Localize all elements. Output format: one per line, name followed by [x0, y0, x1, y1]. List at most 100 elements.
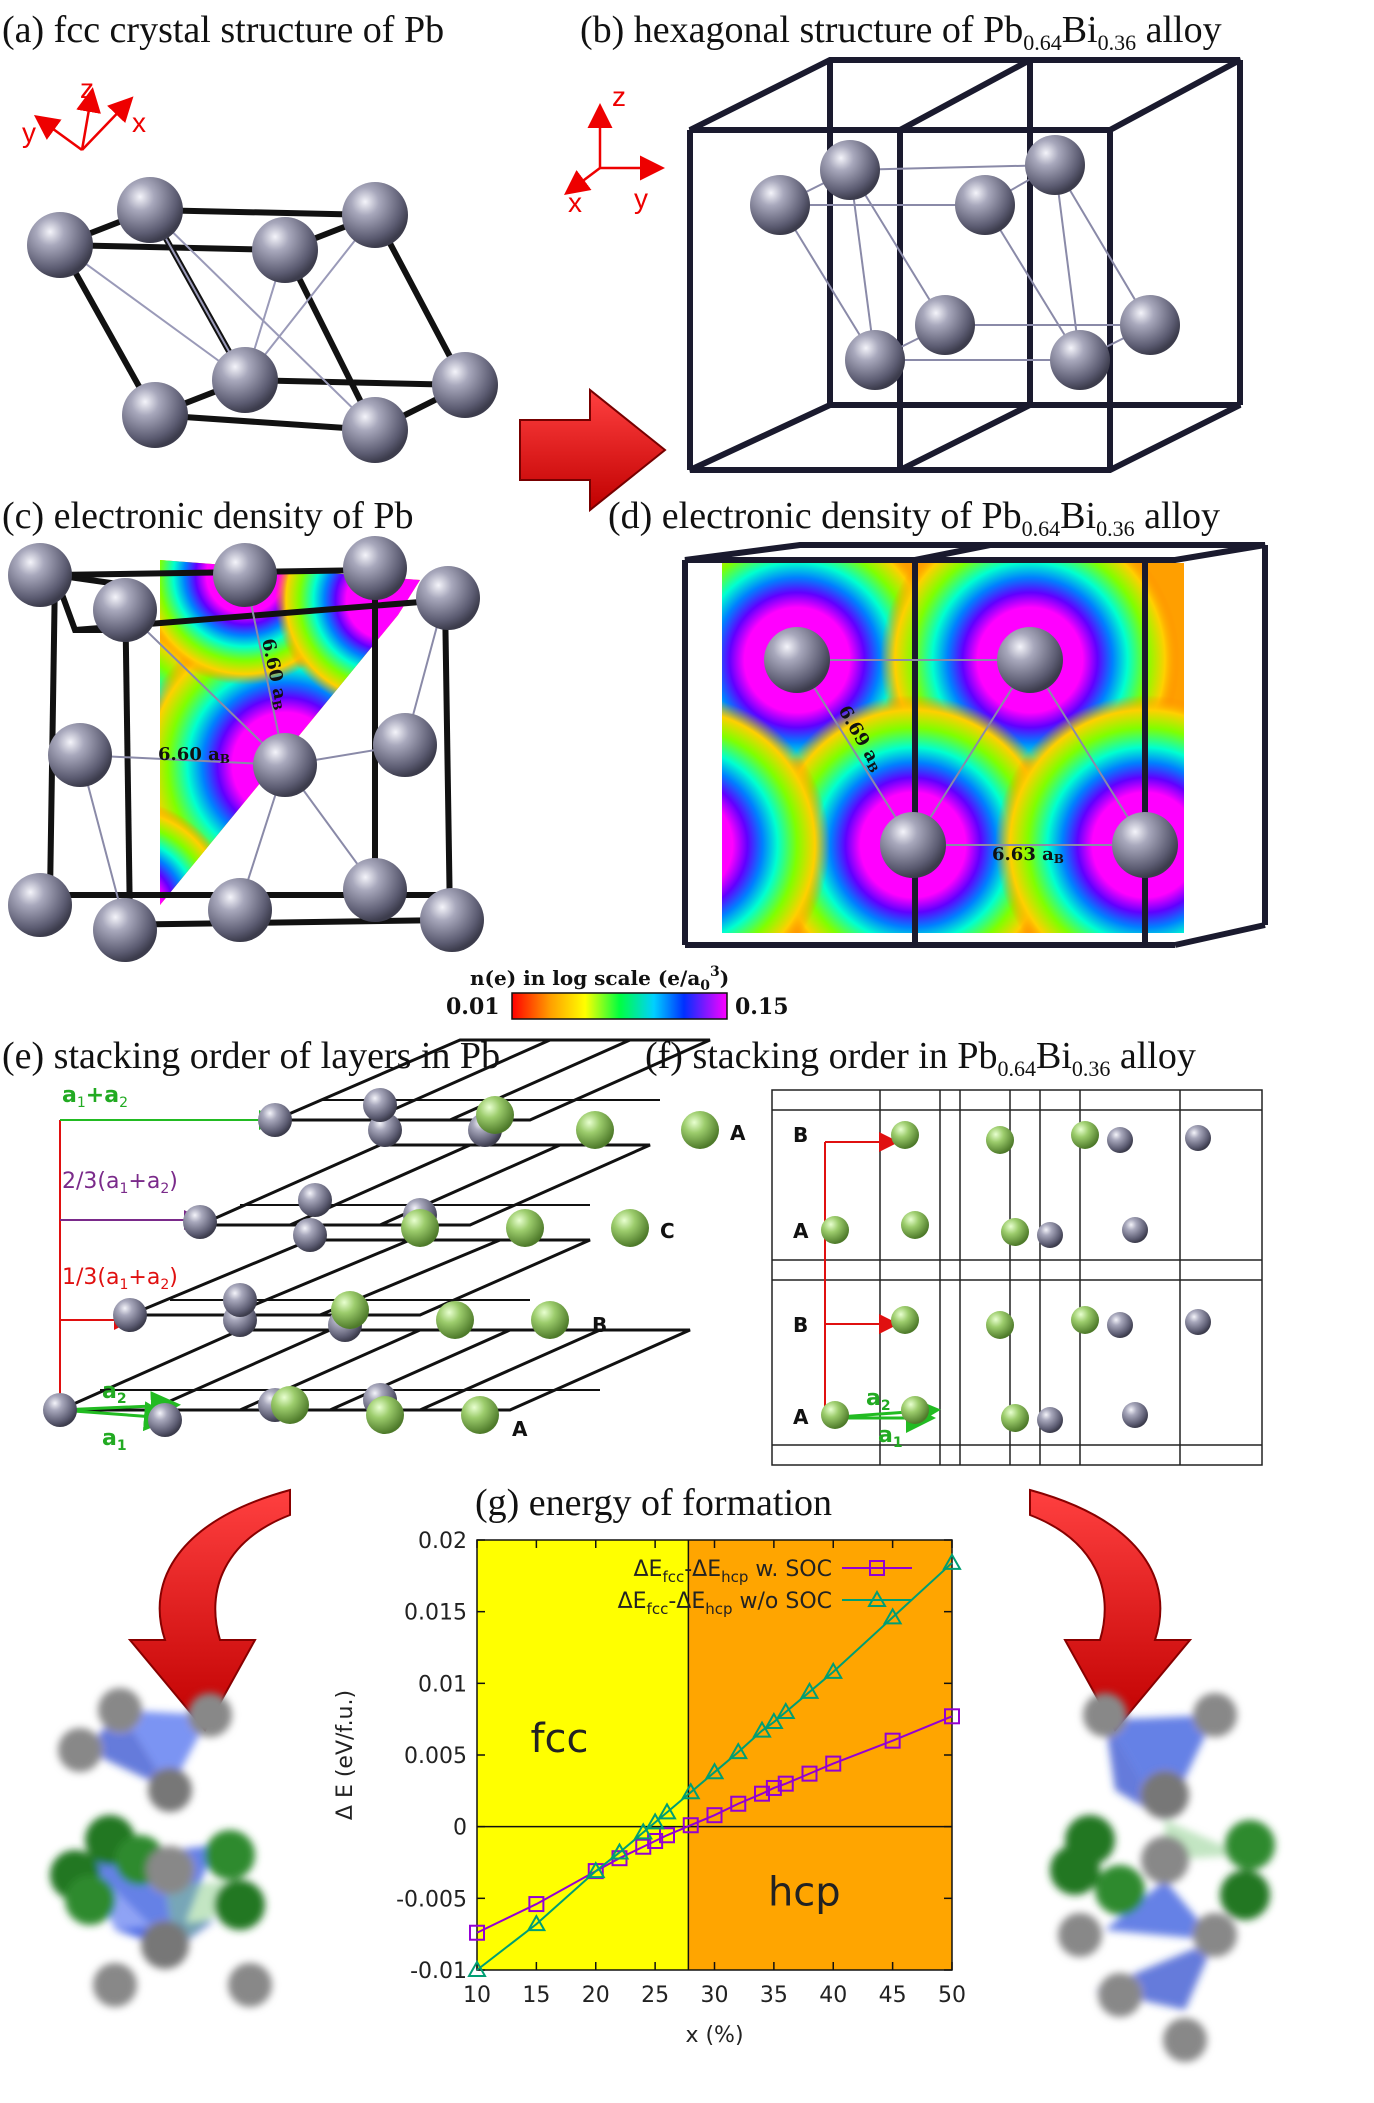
- hex-cell-d-frame: [682, 542, 1268, 948]
- data-point-soc: [777, 1775, 794, 1792]
- colorbar: n(e) in log scale (e/a03) 0.01 0.15: [446, 964, 789, 1020]
- data-point-soc: [730, 1795, 747, 1812]
- x-tick-label: 35: [760, 1983, 788, 2008]
- data-point-nosoc: [609, 1842, 630, 1860]
- axis-label-y: y: [22, 117, 36, 148]
- hex-bonds: [779, 164, 1151, 361]
- curved-arrow-right: [1029, 1488, 1193, 1732]
- panel-a-title: (a) fcc crystal structure of Pb: [2, 9, 444, 51]
- axis-label-y-b: y: [634, 183, 648, 214]
- layer-label-e-bottom: A: [512, 1417, 528, 1441]
- panel-b-title: (b) hexagonal structure of Pb0.64Bi0.36 …: [580, 9, 1222, 55]
- vector-label-a1-plus-a2: a1+a2: [62, 1083, 128, 1111]
- x-tick-label: 25: [641, 1983, 669, 2008]
- data-point-soc: [706, 1807, 723, 1824]
- x-tick-label: 30: [701, 1983, 729, 2008]
- panel-a: (a) fcc crystal structure of Pb y z x: [2, 9, 498, 463]
- x-axis-label: x (%): [685, 2023, 743, 2048]
- vector-label-a2-e: a2: [102, 1379, 127, 1407]
- y-tick-label: 0.01: [418, 1672, 467, 1697]
- data-point-nosoc: [704, 1762, 725, 1780]
- stacking-atoms-f-green: [821, 1121, 1099, 1432]
- fcc-polyhedron-illustration: [50, 1688, 272, 2007]
- x-tick-label: 15: [522, 1983, 550, 2008]
- colorbar-max: 0.15: [735, 994, 789, 1020]
- axis-label-x-b: x: [568, 187, 582, 218]
- hex-atoms: [750, 135, 1180, 390]
- x-tick-label: 50: [938, 1983, 966, 2008]
- hex-supercell-f: [771, 1089, 1263, 1466]
- y-axis-label: Δ E (eV/f.u.): [333, 1690, 358, 1820]
- legend-marker-0: [869, 1560, 885, 1576]
- region-label-fcc: fcc: [530, 1716, 588, 1762]
- hcp-polyhedron-illustration: [1050, 1693, 1275, 2062]
- panel-f-title: (f) stacking order in Pb0.64Bi0.36 alloy: [645, 1035, 1196, 1081]
- fcc-atoms: [27, 177, 498, 463]
- data-point-nosoc: [776, 1701, 796, 1719]
- legend-marker-1: [867, 1589, 887, 1607]
- vector-label-one-third: 1/3(a1+a2): [62, 1265, 178, 1293]
- panel-d: (d) electronic density of Pb0.64Bi0.36 a…: [608, 495, 1268, 948]
- panel-f: (f) stacking order in Pb0.64Bi0.36 alloy…: [645, 1035, 1263, 1466]
- hex-cell-frame: [687, 57, 1243, 473]
- panel-c: (c) electronic density of Pb: [2, 495, 484, 962]
- data-point-nosoc: [586, 1861, 606, 1879]
- axes-gizmo-b: [564, 103, 665, 195]
- data-point-nosoc: [467, 1959, 487, 1977]
- transition-arrow-right: [519, 387, 667, 513]
- panel-b: (b) hexagonal structure of Pb0.64Bi0.36 …: [564, 9, 1243, 473]
- stacking-lattice-e: [59, 1038, 711, 1412]
- data-point-nosoc: [823, 1661, 843, 1679]
- data-point-nosoc: [752, 1720, 772, 1738]
- data-point-soc: [528, 1896, 545, 1913]
- vector-label-two-thirds: 2/3(a1+a2): [62, 1169, 178, 1197]
- legend-label-1: ΔEfcc-ΔEhcp w/o SOC: [618, 1589, 832, 1618]
- fcc-c-atoms: [8, 536, 484, 962]
- data-point-soc: [944, 1708, 960, 1725]
- x-tick-label: 45: [879, 1983, 907, 2008]
- data-point-nosoc: [728, 1742, 748, 1760]
- x-tick-label: 20: [582, 1983, 610, 2008]
- axis-label-x: x: [132, 107, 146, 138]
- colorbar-title: n(e) in log scale (e/a03): [470, 964, 729, 994]
- layer-label-f-3: B: [793, 1313, 808, 1337]
- distance-label-c-horizontal: 6.60 aB: [158, 744, 230, 766]
- axis-label-z-b: z: [612, 81, 626, 112]
- panel-d-title: (d) electronic density of Pb0.64Bi0.36 a…: [608, 495, 1220, 541]
- curved-arrow-left: [127, 1488, 291, 1732]
- data-point-soc: [801, 1765, 818, 1782]
- x-tick-label: 10: [463, 1983, 491, 2008]
- layer-label-f-4: A: [793, 1405, 809, 1429]
- legend-label-0: ΔEfcc-ΔEhcp w. SOC: [633, 1557, 832, 1586]
- data-point-soc: [825, 1755, 842, 1772]
- data-point-soc: [765, 1779, 782, 1796]
- data-point-soc: [647, 1833, 664, 1849]
- axis-label-z: z: [80, 73, 94, 104]
- data-point-soc: [754, 1785, 770, 1802]
- data-point-soc: [682, 1817, 699, 1834]
- panel-c-title: (c) electronic density of Pb: [2, 495, 414, 537]
- data-point-nosoc: [633, 1822, 653, 1840]
- data-point-soc: [659, 1827, 675, 1844]
- y-tick-label: 0.015: [404, 1601, 467, 1626]
- colorbar-gradient: [511, 992, 728, 1020]
- panel-e: (e) stacking order of layers in Pb a1+a2…: [2, 1035, 746, 1454]
- stacking-atoms-e-green: [271, 1096, 719, 1434]
- data-point-nosoc: [882, 1607, 903, 1625]
- layer-label-e-3: B: [592, 1313, 607, 1337]
- layer-label-e-2: C: [660, 1219, 675, 1243]
- data-point-nosoc: [657, 1802, 677, 1820]
- axes-gizmo-a: [33, 87, 134, 152]
- data-point-nosoc: [526, 1914, 547, 1932]
- vector-label-a1-e: a1: [102, 1426, 127, 1454]
- layer-label-f-2: A: [793, 1219, 809, 1243]
- layer-label-f-1: B: [793, 1123, 808, 1147]
- data-point-nosoc: [942, 1552, 962, 1570]
- hex-d-atoms: [764, 627, 1178, 878]
- vector-label-a1-f: a1: [878, 1423, 903, 1451]
- panel-e-title: (e) stacking order of layers in Pb: [2, 1035, 500, 1077]
- hex-d-bonds: [796, 659, 1146, 846]
